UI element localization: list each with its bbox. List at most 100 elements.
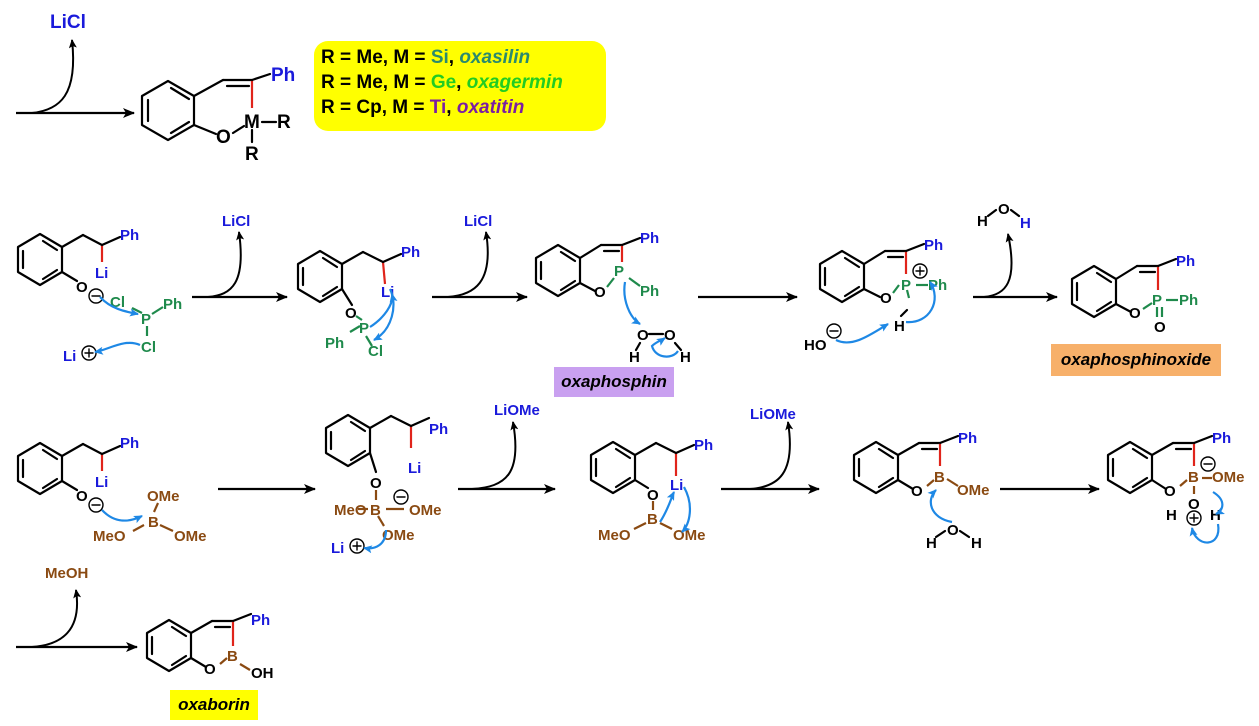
svg-text:H: H bbox=[1166, 507, 1177, 524]
svg-text:O: O bbox=[998, 201, 1010, 218]
atom-metal: M bbox=[244, 112, 260, 133]
svg-text:O: O bbox=[370, 475, 382, 492]
svg-text:OMe: OMe bbox=[1212, 469, 1245, 486]
svg-text:B: B bbox=[370, 502, 381, 519]
svg-text:Ph: Ph bbox=[1179, 292, 1198, 309]
atom-r2: R bbox=[245, 144, 259, 165]
svg-text:H: H bbox=[680, 349, 691, 366]
boron-arrow-2: LiOMe bbox=[458, 402, 556, 494]
svg-text:O: O bbox=[647, 487, 659, 504]
svg-text:Ph: Ph bbox=[958, 430, 977, 447]
svg-text:Ph: Ph bbox=[251, 612, 270, 629]
oxaborin-box bbox=[170, 690, 258, 720]
label-oxaphosphin: oxaphosphin bbox=[561, 372, 667, 391]
svg-text:B: B bbox=[227, 648, 238, 665]
svg-text:B: B bbox=[647, 511, 658, 528]
svg-text:P: P bbox=[141, 311, 151, 328]
phos-label-oxaphosphin-box bbox=[554, 367, 674, 397]
svg-text:Ph: Ph bbox=[120, 435, 139, 452]
svg-text:OMe: OMe bbox=[147, 488, 180, 505]
top-reaction-arrow: LiCl bbox=[16, 12, 135, 118]
svg-text:B: B bbox=[148, 514, 159, 531]
svg-text:Ph: Ph bbox=[1176, 253, 1195, 270]
byproduct-licl-2: LiCl bbox=[464, 213, 492, 230]
svg-text:MeO: MeO bbox=[598, 527, 631, 544]
phos-s4-phosphonium: Ph P O Ph H HO bbox=[804, 237, 947, 354]
svg-text:Ph: Ph bbox=[640, 283, 659, 300]
svg-text:LiOMe: LiOMe bbox=[494, 402, 540, 419]
phos-s2-phosphinite: Ph O Li P Ph Cl bbox=[296, 244, 420, 360]
svg-text:LiOMe: LiOMe bbox=[750, 406, 796, 423]
boron-arrow-3: LiOMe bbox=[721, 406, 820, 494]
svg-text:Ph: Ph bbox=[120, 227, 139, 244]
svg-text:O: O bbox=[76, 279, 88, 296]
phos-arrow-2: LiCl bbox=[432, 213, 528, 302]
svg-text:P: P bbox=[359, 320, 369, 337]
svg-text:O: O bbox=[594, 284, 606, 301]
phos-s5-oxaphosphinoxide: Ph P Ph O O bbox=[1070, 253, 1198, 336]
svg-text:MeO: MeO bbox=[93, 528, 126, 545]
svg-text:O: O bbox=[911, 483, 923, 500]
svg-text:Ph: Ph bbox=[694, 437, 713, 454]
boron-s1-lithiated-phenol: Ph Li O B OMe MeO OMe bbox=[16, 435, 207, 545]
svg-text:B: B bbox=[1188, 469, 1199, 486]
boron-s5-borate-water: Ph B O OMe O H H bbox=[1106, 430, 1245, 544]
boron-arrow-5: MeOH bbox=[16, 565, 138, 652]
svg-text:Li: Li bbox=[670, 477, 683, 494]
svg-text:H: H bbox=[1020, 215, 1031, 232]
svg-text:O: O bbox=[1164, 483, 1176, 500]
atom-ph: Ph bbox=[271, 65, 295, 86]
svg-text:P: P bbox=[1152, 292, 1162, 309]
boron-s6-oxaborin: Ph B O OH bbox=[145, 612, 274, 682]
phos-s1-lithiated-phenol: Ph Li O P Cl Ph Cl Li bbox=[16, 227, 182, 365]
svg-text:Ph: Ph bbox=[163, 296, 182, 313]
byproduct-licl-top: LiCl bbox=[50, 12, 86, 33]
svg-text:P: P bbox=[901, 277, 911, 294]
svg-text:H: H bbox=[971, 535, 982, 552]
svg-text:Ph: Ph bbox=[429, 421, 448, 438]
atom-r1: R bbox=[277, 112, 291, 133]
boron-s4-methoxyoxaborin: Ph B O OMe H O H bbox=[852, 430, 990, 552]
svg-text:Cl: Cl bbox=[368, 343, 383, 360]
svg-text:HO: HO bbox=[804, 337, 827, 354]
svg-text:Li: Li bbox=[408, 460, 421, 477]
svg-text:O: O bbox=[1129, 305, 1141, 322]
svg-text:OMe: OMe bbox=[174, 528, 207, 545]
svg-text:O: O bbox=[637, 327, 649, 344]
oxaphosphinoxide-box bbox=[1051, 344, 1221, 376]
svg-text:H: H bbox=[894, 318, 905, 335]
boron-s2-borate: Ph Li O MeO B OMe OMe Li bbox=[324, 413, 448, 557]
svg-text:Li: Li bbox=[63, 348, 76, 365]
svg-text:Ph: Ph bbox=[325, 335, 344, 352]
byproduct-licl-1: LiCl bbox=[222, 213, 250, 230]
svg-text:P: P bbox=[614, 263, 624, 280]
svg-text:Li: Li bbox=[331, 540, 344, 557]
svg-text:O: O bbox=[76, 488, 88, 505]
svg-text:Cl: Cl bbox=[141, 339, 156, 356]
svg-text:O: O bbox=[345, 305, 357, 322]
svg-text:H: H bbox=[1210, 507, 1221, 524]
svg-text:Li: Li bbox=[95, 474, 108, 491]
svg-text:OMe: OMe bbox=[957, 482, 990, 499]
svg-text:O: O bbox=[664, 327, 676, 344]
svg-text:O: O bbox=[1154, 319, 1166, 336]
metal-heterocycle-structure: Ph M O R R bbox=[140, 65, 295, 165]
legend-row-ti: R = Cp, M = Ti, oxatitin bbox=[321, 97, 525, 118]
svg-text:B: B bbox=[934, 469, 945, 486]
atom-oxygen: O bbox=[216, 127, 231, 148]
label-oxaphosphinoxide: oxaphosphinoxide bbox=[1060, 350, 1212, 369]
legend-row-ge: R = Me, M = Ge, oxagermin bbox=[321, 72, 563, 93]
boron-s3-boronate: Ph Li O B MeO OMe bbox=[589, 437, 713, 544]
phos-s3-oxaphosphin: Ph P O Ph O O H H bbox=[534, 230, 691, 366]
svg-text:Ph: Ph bbox=[1212, 430, 1231, 447]
metal-variant-legend: R = Me, M = Si, oxasilin R = Me, M = Ge,… bbox=[314, 41, 606, 131]
svg-text:Li: Li bbox=[95, 265, 108, 282]
svg-text:H: H bbox=[926, 535, 937, 552]
svg-text:O: O bbox=[1188, 496, 1200, 513]
svg-text:MeOH: MeOH bbox=[45, 565, 88, 582]
svg-text:Ph: Ph bbox=[401, 244, 420, 261]
svg-text:OMe: OMe bbox=[409, 502, 442, 519]
svg-text:OMe: OMe bbox=[382, 527, 415, 544]
svg-text:H: H bbox=[977, 213, 988, 230]
